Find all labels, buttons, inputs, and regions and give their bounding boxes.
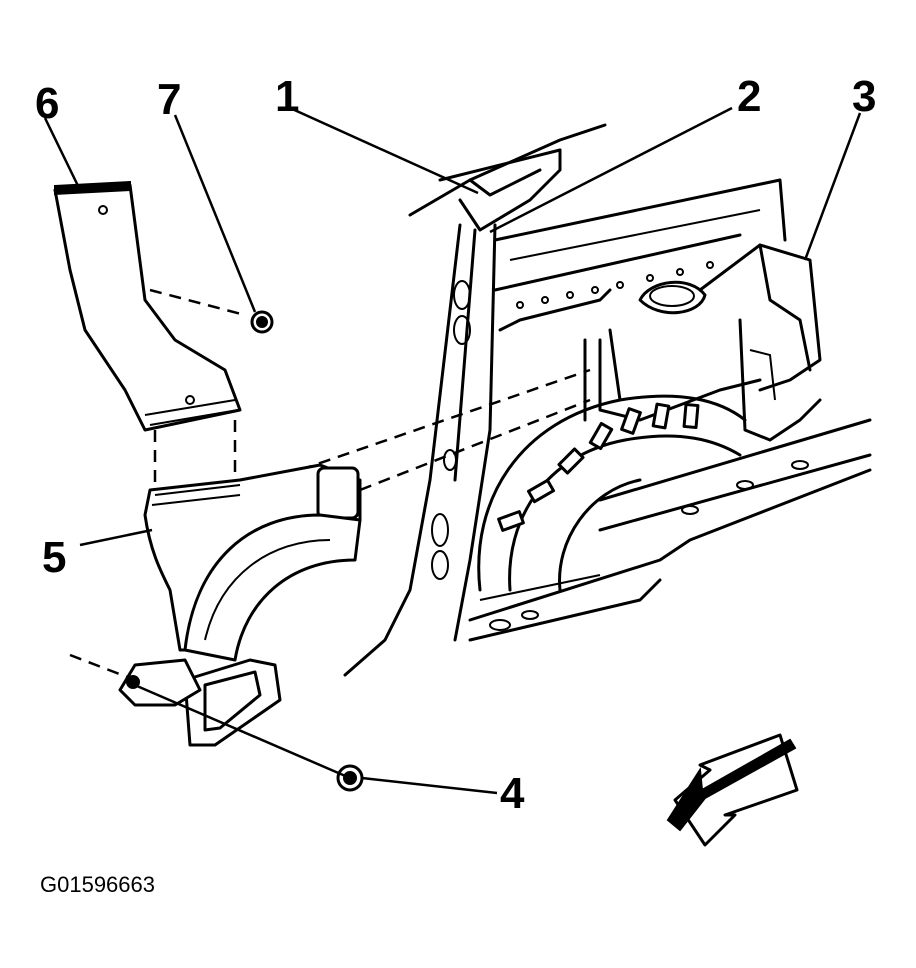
callout-7: 7 bbox=[157, 75, 182, 124]
direction-arrow-icon bbox=[666, 733, 799, 847]
fastener-part-7 bbox=[250, 310, 274, 334]
callout-3: 3 bbox=[852, 72, 877, 121]
leader-lines bbox=[43, 106, 862, 795]
figure-id: G01596663 bbox=[40, 872, 155, 897]
upper-duct-part-6 bbox=[53, 180, 242, 432]
body-structure bbox=[343, 123, 872, 677]
callout-5: 5 bbox=[42, 533, 67, 582]
callout-2: 2 bbox=[737, 72, 762, 121]
callout-4: 4 bbox=[500, 769, 525, 818]
lower-duct-part-5 bbox=[118, 463, 362, 747]
wheelhouse-ribs bbox=[497, 402, 700, 532]
callout-6: 6 bbox=[35, 79, 60, 128]
callout-1: 1 bbox=[275, 72, 300, 121]
